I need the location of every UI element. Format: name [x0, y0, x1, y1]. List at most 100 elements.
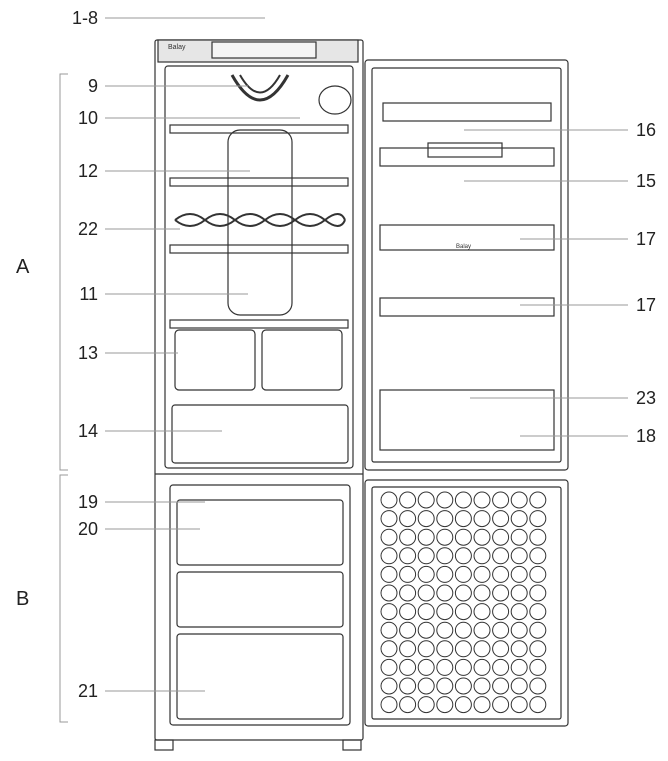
door-circle: [399, 528, 417, 546]
door-circle: [436, 677, 454, 695]
door-circle: [399, 696, 417, 714]
freezer-drawer-3: [176, 633, 344, 720]
door-circle: [473, 510, 491, 528]
door-circle: [510, 528, 528, 546]
fridge-compartment: [164, 65, 354, 469]
door-circle: [380, 565, 398, 583]
door-circle: [510, 696, 528, 714]
door-circle: [436, 603, 454, 621]
shelf-2: [169, 177, 349, 187]
door-circle: [417, 565, 435, 583]
door-circle: [492, 603, 510, 621]
door-circle: [380, 658, 398, 676]
label-16: 16: [636, 120, 657, 140]
door-circle: [473, 658, 491, 676]
door-circle: [380, 621, 398, 639]
door-circle: [417, 528, 435, 546]
door-circle: [399, 603, 417, 621]
door-brand-logo: Balay: [456, 244, 472, 250]
air-duct: [227, 129, 293, 316]
door-circle: [417, 677, 435, 695]
door-circle: [529, 658, 547, 676]
door-circle: [529, 528, 547, 546]
label-13: 13: [77, 343, 98, 363]
door-circle: [436, 565, 454, 583]
freezer-door: [364, 479, 569, 727]
door-shelf-2: [379, 147, 555, 167]
door-circle: [473, 547, 491, 565]
door-circle: [510, 640, 528, 658]
door-circle: [529, 696, 547, 714]
door-circle: [380, 584, 398, 602]
label-10: 10: [77, 108, 98, 128]
door-circle: [473, 491, 491, 509]
door-circle: [436, 547, 454, 565]
door-circle: [417, 640, 435, 658]
door-circle: [510, 658, 528, 676]
door-circle: [399, 584, 417, 602]
label-23: 23: [636, 388, 657, 408]
door-circle: [380, 528, 398, 546]
door-circle: [492, 528, 510, 546]
door-circle: [529, 565, 547, 583]
label-17-upper: 17: [636, 229, 657, 249]
door-circle: [510, 547, 528, 565]
foot-right: [342, 739, 362, 751]
door-circle: [529, 640, 547, 658]
door-circle: [399, 677, 417, 695]
label-19: 19: [77, 492, 98, 512]
door-circle: [473, 603, 491, 621]
door-circle: [399, 565, 417, 583]
door-circle: [436, 621, 454, 639]
door-circle: [529, 677, 547, 695]
door-circle: [436, 528, 454, 546]
door-circle: [492, 658, 510, 676]
freezer-compartment: [169, 484, 351, 726]
door-circle: [436, 696, 454, 714]
door-shelf-1: [382, 102, 552, 122]
door-circle: [454, 603, 472, 621]
door-circle: [473, 696, 491, 714]
section-b: B: [16, 588, 30, 610]
door-circle: [510, 491, 528, 509]
door-circle: [529, 603, 547, 621]
label-17-lower: 17: [636, 295, 657, 315]
freezer-drawer-1: [176, 499, 344, 566]
brand-logo: Balay: [168, 44, 186, 51]
door-circle: [473, 584, 491, 602]
door-circle: [436, 510, 454, 528]
door-shelf-4: [379, 297, 555, 317]
door-circle: [492, 491, 510, 509]
door-circle: [380, 603, 398, 621]
shelf-1: [169, 124, 349, 134]
door-circle: [417, 510, 435, 528]
door-circle: [529, 510, 547, 528]
door-circle: [380, 640, 398, 658]
door-circle-pattern: [380, 491, 547, 714]
door-circle: [380, 491, 398, 509]
door-circle: [436, 491, 454, 509]
door-circle: [454, 640, 472, 658]
door-circle: [454, 658, 472, 676]
label-14: 14: [77, 421, 98, 441]
door-circle: [510, 584, 528, 602]
door-circle: [510, 677, 528, 695]
door-shelf-3: [379, 224, 555, 251]
door-circle: [454, 547, 472, 565]
door-circle: [473, 677, 491, 695]
door-circle: [436, 584, 454, 602]
door-circle: [454, 565, 472, 583]
label-15: 15: [636, 171, 657, 191]
door-circle: [529, 621, 547, 639]
door-circle: [492, 696, 510, 714]
section-a: A: [16, 256, 30, 278]
door-circle: [436, 640, 454, 658]
door-circle: [399, 491, 417, 509]
door-circle: [454, 677, 472, 695]
door-shelf-5: [379, 389, 555, 451]
door-circle: [492, 640, 510, 658]
label-11: 11: [79, 284, 98, 304]
door-circle: [492, 677, 510, 695]
